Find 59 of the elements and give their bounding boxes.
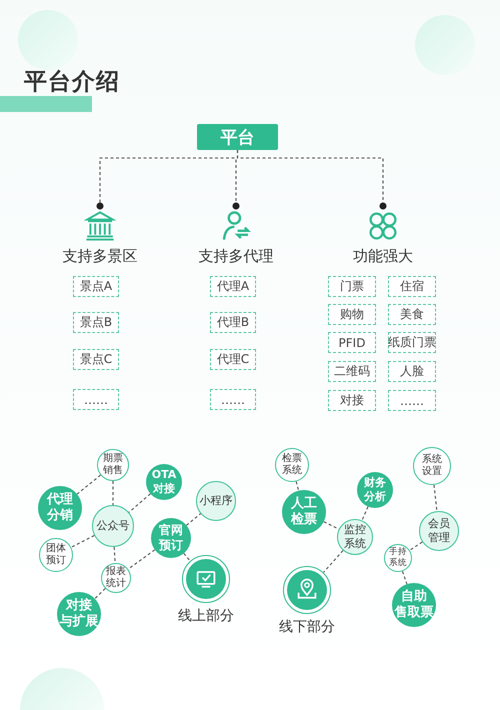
feature-bubble: 团体预订 [39, 538, 73, 572]
connector-line [433, 484, 438, 512]
feature-box: 代理A [210, 276, 256, 297]
category-heading: 支持多代理 [198, 247, 274, 266]
feature-box: 代理C [210, 349, 256, 370]
feature-box: …… [73, 389, 119, 410]
section-label: 线上部分 [178, 607, 234, 625]
feature-box: …… [388, 390, 436, 411]
connector-line [186, 513, 201, 526]
connector-line [183, 553, 190, 562]
feature-bubble: 对接与扩展 [57, 592, 101, 636]
connector-line [324, 521, 340, 530]
section-label: 线下部分 [279, 618, 335, 636]
feature-box: 景点A [73, 276, 119, 297]
feature-box: 住宿 [388, 276, 436, 297]
connector-line [409, 542, 423, 551]
feature-box: 代理B [210, 312, 256, 333]
feature-bubble: 代理分销 [38, 486, 82, 530]
connector-line [114, 546, 116, 564]
connector-line [128, 493, 151, 513]
feature-bubble: 公众号 [92, 505, 134, 547]
feature-bubble: 人工检票 [282, 490, 326, 534]
feature-box: 人脸 [388, 361, 436, 382]
feature-bubble: 系统设置 [413, 447, 451, 485]
platform-box: 平台 [197, 124, 278, 150]
feature-box: 景点B [73, 312, 119, 333]
feature-bubble: 官网预订 [151, 518, 191, 558]
feature-bubble: 小程序 [196, 481, 236, 521]
feature-box: 对接 [328, 390, 376, 411]
feature-box: 购物 [328, 304, 376, 325]
connector-line [94, 588, 106, 600]
feature-box: …… [210, 389, 256, 410]
feature-bubble: 自助售取票 [392, 583, 436, 627]
feature-box: PFID [328, 332, 376, 353]
connector-line [76, 474, 101, 495]
connector-line [128, 549, 156, 570]
connector-line [296, 481, 300, 491]
feature-bubble: 监控系统 [337, 519, 373, 555]
feature-box: 景点C [73, 349, 119, 370]
feature-bubble: 报表统计 [101, 563, 131, 593]
title: 平台介绍 [0, 66, 120, 112]
connector-line [323, 550, 344, 573]
feature-box: 纸质门票 [388, 332, 436, 353]
feature-box: 二维码 [328, 361, 376, 382]
feature-bubble: OTA对接 [146, 464, 182, 500]
feature-box: 门票 [328, 276, 376, 297]
feature-bubble: 期票销售 [97, 449, 129, 481]
category-heading: 功能强大 [353, 247, 413, 266]
feature-box: 美食 [388, 304, 436, 325]
category-heading: 支持多景区 [62, 247, 138, 266]
connector-line [112, 481, 114, 505]
connector-line [70, 535, 95, 548]
connector-line [402, 571, 408, 584]
feature-bubble: 检票系统 [275, 448, 309, 482]
connector-line [362, 506, 368, 521]
feature-bubble: 会员管理 [419, 511, 459, 551]
feature-bubble: 手持系统 [384, 544, 412, 572]
connector-line [236, 150, 386, 210]
feature-bubble: 财务分析 [357, 472, 393, 508]
